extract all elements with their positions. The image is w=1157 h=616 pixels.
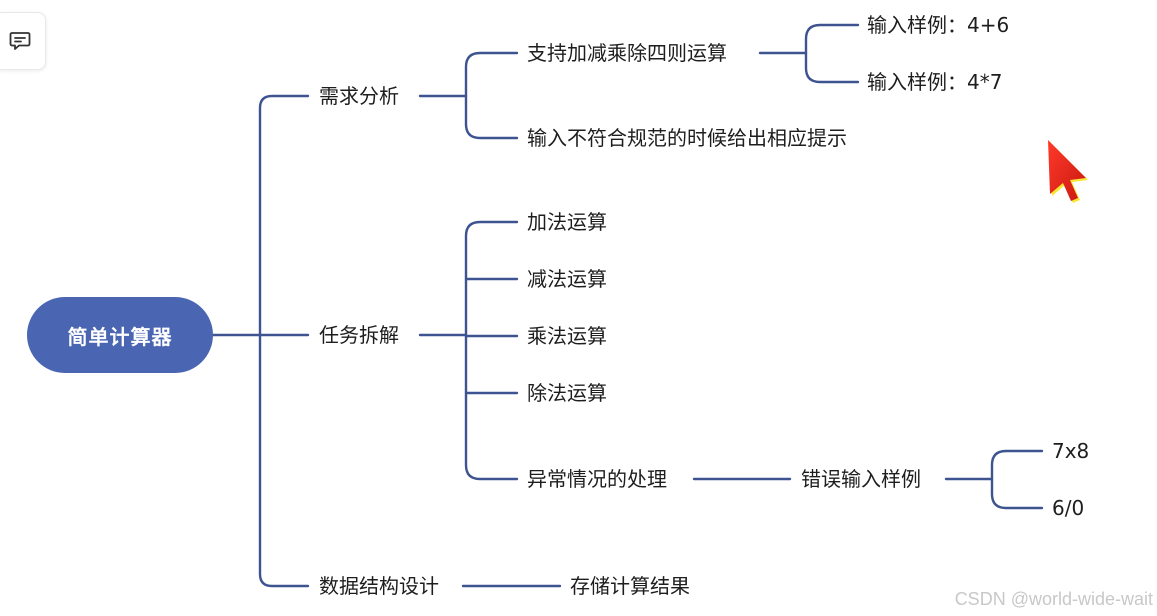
node-error-samples[interactable]: 错误输入样例 bbox=[801, 467, 921, 491]
node-multiply[interactable]: 乘法运算 bbox=[527, 324, 607, 348]
node-error-2[interactable]: 6/0 bbox=[1052, 496, 1085, 520]
node-store-results[interactable]: 存储计算结果 bbox=[570, 574, 690, 598]
node-invalid-hint[interactable]: 输入不符合规范的时候给出相应提示 bbox=[527, 126, 847, 150]
node-requirements[interactable]: 需求分析 bbox=[319, 84, 399, 108]
mouse-pointer-icon bbox=[1048, 140, 1088, 203]
csdn-watermark: CSDN @world-wide-wait bbox=[954, 589, 1153, 609]
node-example-1[interactable]: 输入样例：4+6 bbox=[867, 13, 1010, 37]
node-add[interactable]: 加法运算 bbox=[527, 210, 607, 234]
node-data-structure[interactable]: 数据结构设计 bbox=[319, 574, 439, 598]
node-example-2[interactable]: 输入样例：4*7 bbox=[867, 70, 1003, 94]
node-error-1[interactable]: 7x8 bbox=[1052, 439, 1090, 463]
comment-icon bbox=[9, 31, 31, 51]
root-node[interactable]: 简单计算器 bbox=[27, 297, 213, 373]
node-support-ops[interactable]: 支持加减乘除四则运算 bbox=[527, 41, 727, 65]
node-exceptions[interactable]: 异常情况的处理 bbox=[527, 467, 667, 491]
root-label: 简单计算器 bbox=[67, 324, 173, 349]
node-subtract[interactable]: 减法运算 bbox=[527, 267, 607, 291]
comment-button[interactable] bbox=[0, 12, 46, 70]
node-task-breakdown[interactable]: 任务拆解 bbox=[319, 323, 399, 347]
node-divide[interactable]: 除法运算 bbox=[527, 381, 607, 405]
